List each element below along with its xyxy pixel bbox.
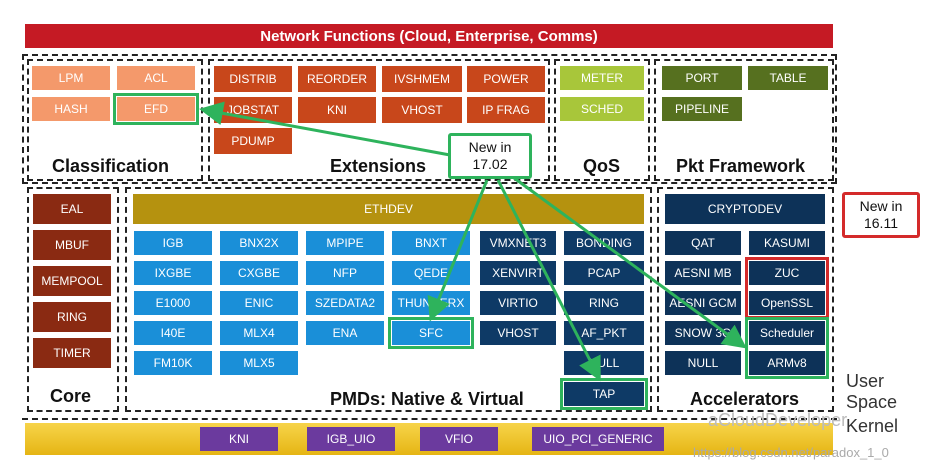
efd-highlight (113, 93, 199, 125)
pipeline-block: PIPELINE (662, 97, 742, 121)
timer-block: TIMER (33, 338, 111, 368)
ipfrag-block: IP FRAG (467, 97, 545, 123)
extensions-title: Extensions (330, 156, 427, 176)
mbuf-block: MBUF (33, 230, 111, 260)
kernel-label: Kernel (846, 416, 899, 436)
network-functions-banner: Network Functions (Cloud, Enterprise, Co… (25, 24, 833, 48)
power-block: POWER (467, 66, 545, 92)
e1000-block: E1000 (134, 291, 212, 315)
igb-block: IGB (134, 231, 212, 255)
cryptodev-bar: CRYPTODEV (665, 194, 825, 224)
zuc-block: ZUC (749, 261, 825, 285)
accelerators-frame (657, 187, 834, 412)
armv8-block: ARMv8 (749, 351, 825, 375)
table-block: TABLE (748, 66, 828, 90)
vfio-block: VFIO (420, 427, 498, 451)
null-accel-block: NULL (665, 351, 741, 375)
meter-block: METER (560, 66, 644, 90)
watermark-text: aCloudDeveloper (708, 410, 848, 430)
sched-block: SCHED (560, 97, 644, 121)
aesni-mb-block: AESNI MB (665, 261, 741, 285)
vmxnet3-block: VMXNET3 (480, 231, 556, 255)
arrow-to-sfc (427, 179, 489, 322)
lpm-block: LPM (32, 66, 110, 90)
szedata2-block: SZEDATA2 (306, 291, 384, 315)
cxgbe-block: CXGBE (220, 261, 298, 285)
ivshmem-block: IVSHMEM (382, 66, 462, 92)
ixgbe-block: IXGBE (134, 261, 212, 285)
arrow-to-scheduler (509, 173, 747, 349)
qos-title: QoS (583, 156, 621, 176)
virtio-block: VIRTIO (480, 291, 556, 315)
kasumi-block: KASUMI (749, 231, 825, 255)
openssl-block: OpenSSL (749, 291, 825, 315)
hash-block: HASH (32, 97, 110, 121)
eal-block: EAL (33, 194, 111, 224)
xenvirt-block: XENVIRT (480, 261, 556, 285)
sfc-block: SFC (392, 321, 470, 345)
ena-block: ENA (306, 321, 384, 345)
vhost-pmd-block: VHOST (480, 321, 556, 345)
tap-highlight (560, 378, 648, 410)
null-pmd-block: NULL (564, 351, 644, 375)
uio-pci-generic-block: UIO_PCI_GENERIC (532, 427, 664, 451)
user-kernel-divider (22, 418, 837, 420)
mlx5-block: MLX5 (220, 351, 298, 375)
tap-block: TAP (564, 382, 644, 406)
kni-ext-block: KNI (298, 97, 376, 123)
vhost-ext-block: VHOST (382, 97, 462, 123)
i40e-block: I40E (134, 321, 212, 345)
efd-block: EFD (117, 97, 195, 121)
classification-title: Classification (52, 156, 170, 176)
pkt-framework-frame (654, 59, 834, 181)
arrow-to-tap (496, 179, 601, 382)
mlx4-block: MLX4 (220, 321, 298, 345)
source-url: https://blog.csdn.net/paradox_1_0 (693, 445, 889, 460)
mpipe-block: MPIPE (306, 231, 384, 255)
ring-core-block: RING (33, 302, 111, 332)
ring-pmd-block: RING (564, 291, 644, 315)
scheduler-block: Scheduler (749, 321, 825, 345)
nfp-block: NFP (306, 261, 384, 285)
bnx2x-block: BNX2X (220, 231, 298, 255)
pkt-framework-title: Pkt Framework (676, 156, 806, 176)
qat-block: QAT (665, 231, 741, 255)
mempool-block: MEMPOOL (33, 266, 111, 296)
top-layer-frame (22, 54, 837, 184)
arrow-to-efd (199, 101, 451, 157)
pmds-frame (125, 187, 652, 412)
reorder-block: REORDER (298, 66, 376, 92)
enic-block: ENIC (220, 291, 298, 315)
port-block: PORT (662, 66, 742, 90)
fm10k-block: FM10K (134, 351, 212, 375)
pmds-title: PMDs: Native & Virtual (330, 389, 524, 409)
qede-block: QEDE (392, 261, 470, 285)
kni-kmod-block: KNI (200, 427, 278, 451)
aesni-gcm-block: AESNI GCM (665, 291, 741, 315)
core-title: Core (50, 386, 92, 406)
igb-uio-block: IGB_UIO (307, 427, 395, 451)
accelerators-title: Accelerators (690, 389, 800, 409)
pdump-block: PDUMP (214, 128, 292, 154)
qos-frame (554, 59, 650, 181)
core-frame (27, 187, 119, 412)
distrib-block: DISTRIB (214, 66, 292, 92)
acl-block: ACL (117, 66, 195, 90)
